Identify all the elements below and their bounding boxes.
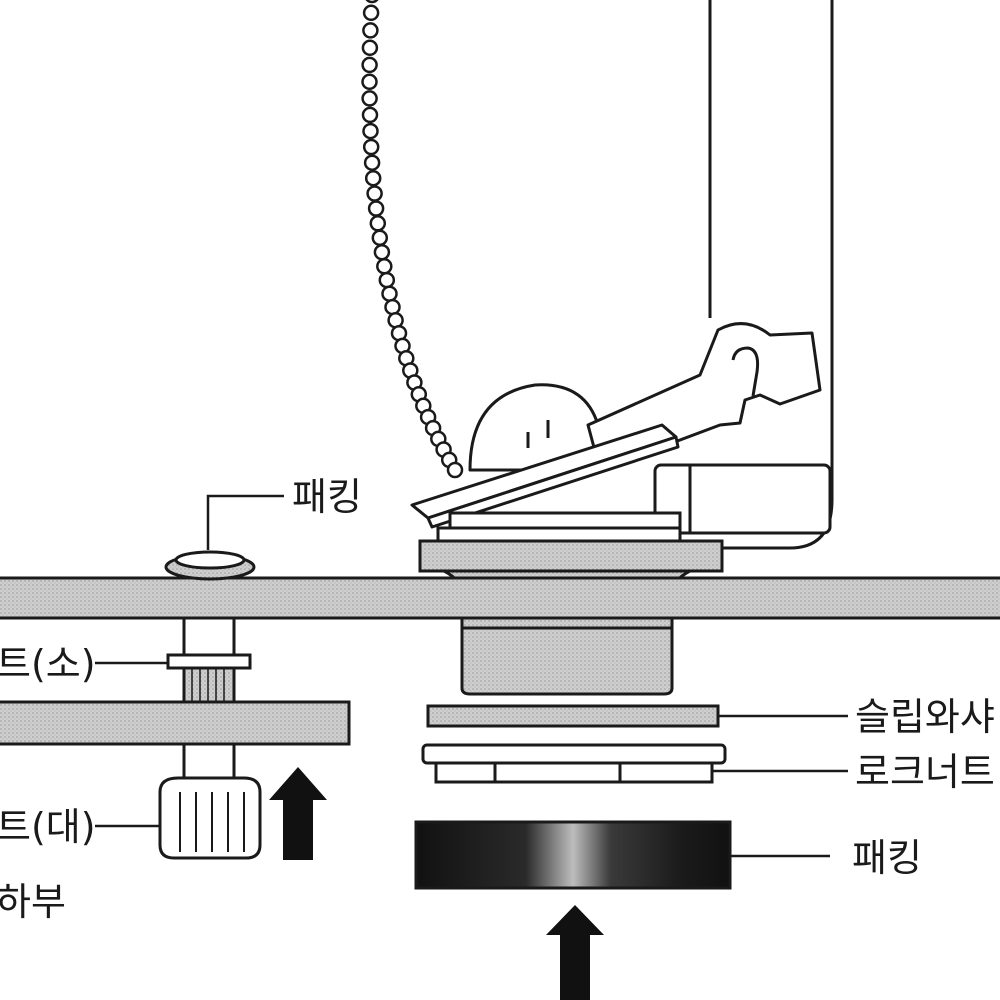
bolt-assembly: [0, 616, 351, 860]
chain-bead: [363, 154, 381, 171]
up-arrow-bottom: [546, 905, 604, 1000]
chain-bead: [371, 229, 389, 247]
chain-bead: [362, 122, 379, 140]
chain-bead: [365, 0, 379, 4]
chain-bead: [364, 169, 382, 187]
tank-wall: [653, 0, 834, 550]
chain-bead: [362, 138, 380, 156]
label-slip-washer: 슬립와샤: [855, 695, 995, 739]
tank-bottom-plate: [0, 576, 1000, 620]
label-packing-top: 패킹: [292, 475, 362, 519]
chain-bead: [362, 22, 379, 39]
chain-bead: [367, 200, 385, 217]
lower-fittings: [414, 704, 732, 890]
chain-bead: [361, 106, 379, 124]
chain-bead: [361, 56, 378, 74]
label-nut-large: 트(대): [0, 805, 96, 849]
up-arrow-left: [269, 767, 327, 860]
chain-bead: [361, 39, 379, 57]
chain-bead: [384, 298, 401, 316]
chain-bead: [362, 4, 380, 22]
label-packing-bottom: 패킹: [852, 836, 922, 880]
chain-bead: [369, 215, 387, 232]
chain-bead: [366, 185, 383, 202]
label-nut-small: 트(소): [0, 642, 96, 686]
leader-lines: [95, 494, 848, 858]
chain-bead: [378, 271, 396, 289]
flapper-valve: [410, 322, 822, 529]
chain-bead: [361, 73, 378, 91]
chain-bead: [381, 285, 398, 302]
label-lower-part: 하부: [0, 880, 66, 924]
chain-bead: [446, 461, 464, 479]
bolt-packing: [164, 550, 256, 581]
ball-chain: [361, 0, 464, 479]
chain-bead: [376, 258, 393, 275]
label-lock-nut: 로크너트: [855, 750, 995, 794]
chain-bead: [361, 90, 378, 107]
chain-bead: [373, 243, 391, 261]
